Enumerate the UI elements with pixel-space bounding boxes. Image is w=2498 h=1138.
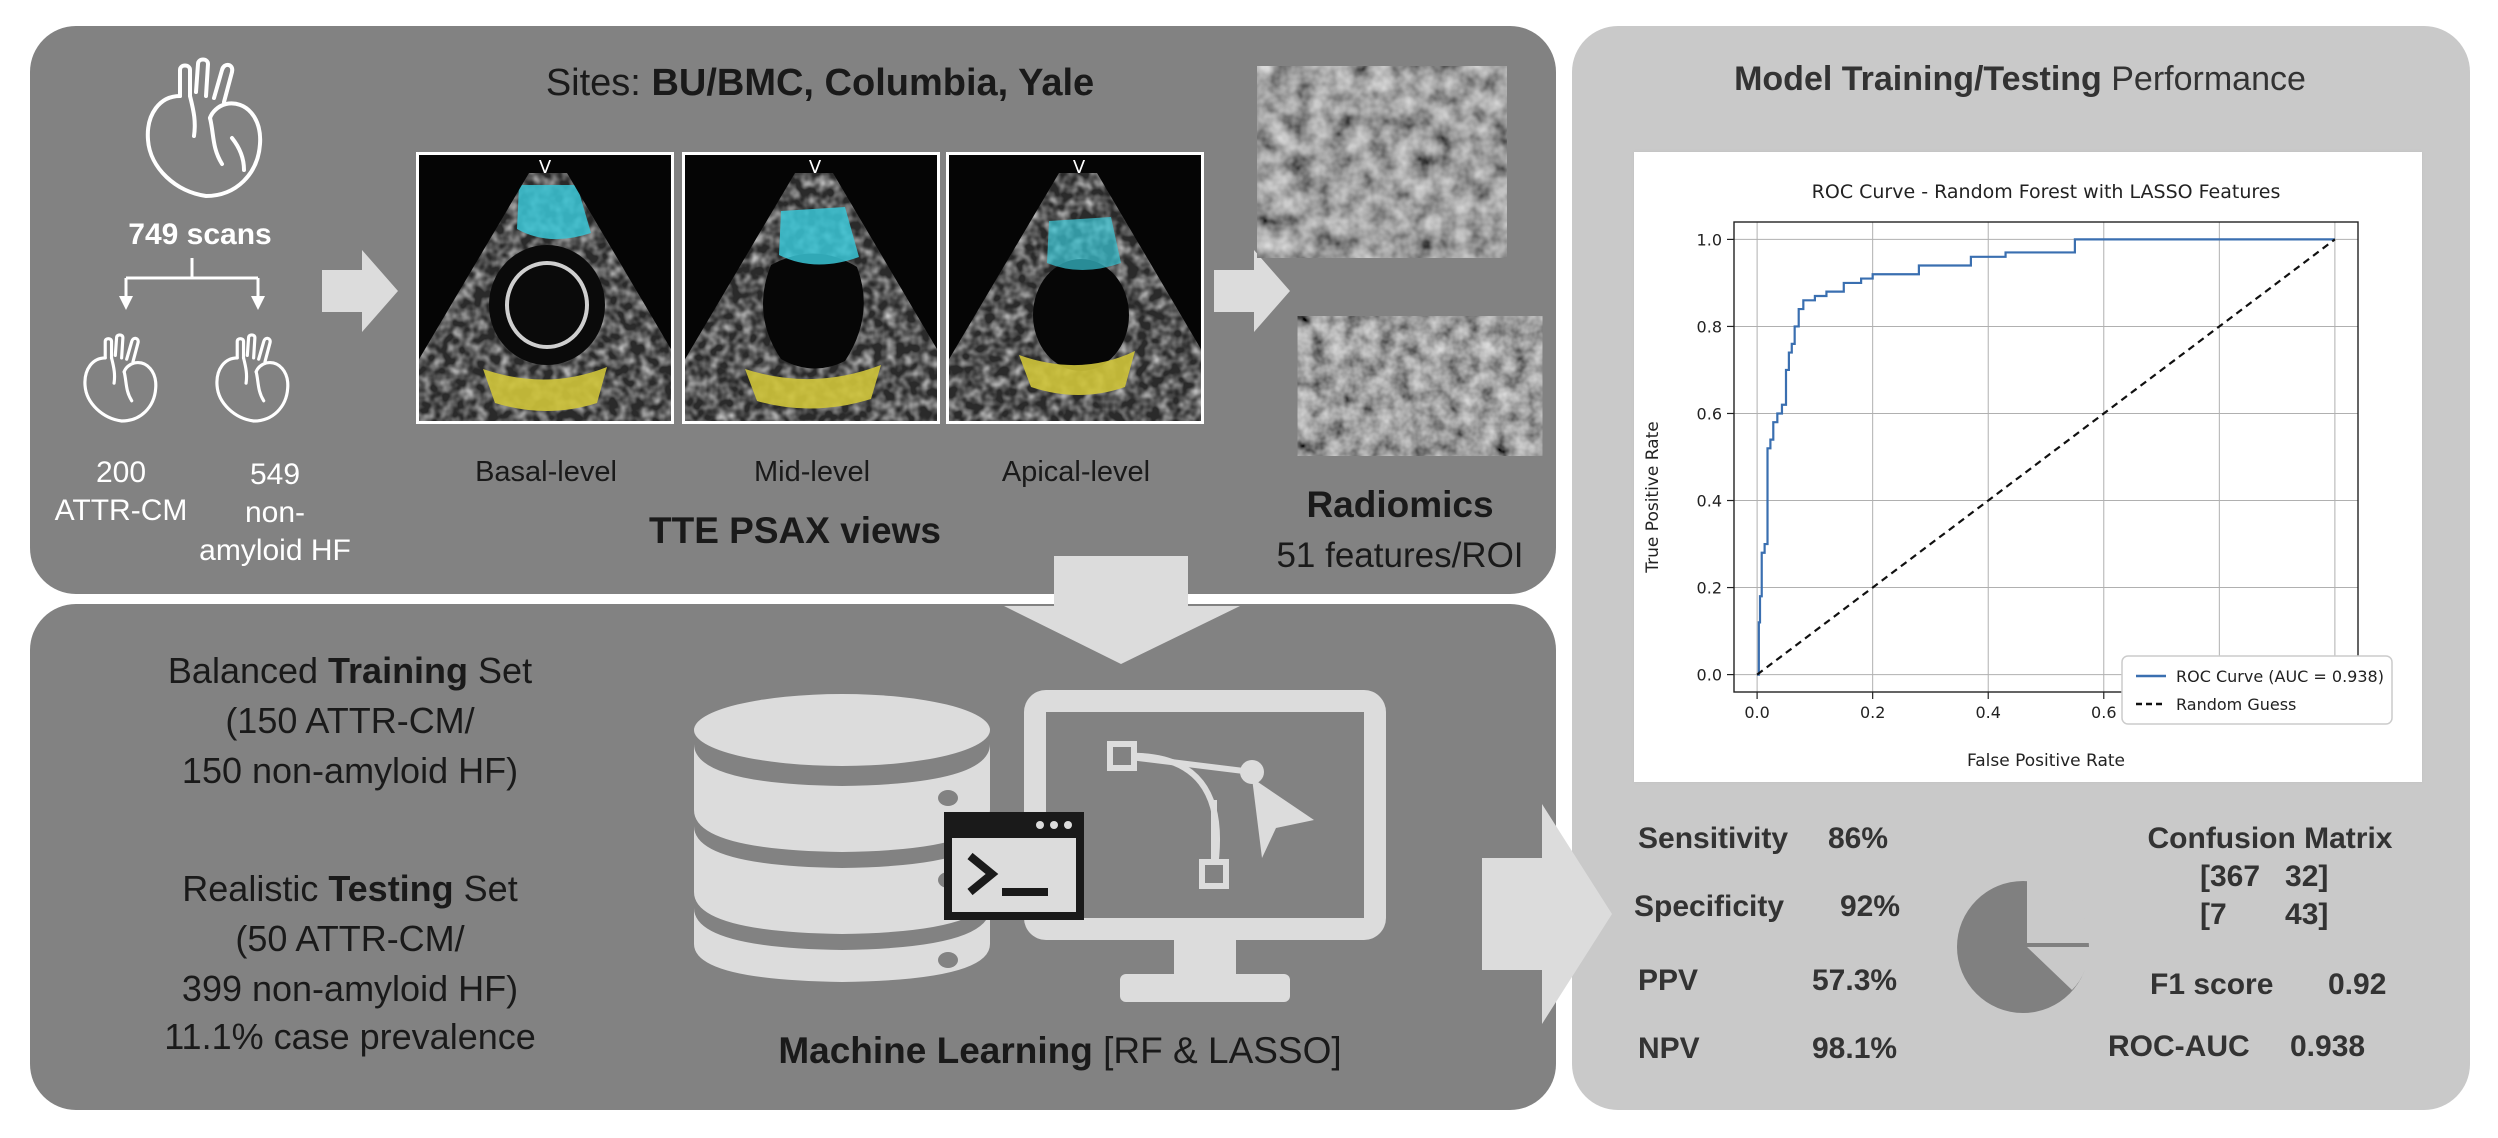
metric-value-sensitivity: 86% [1828,822,1889,855]
training-set-line3: 150 non-amyloid HF) [181,750,519,791]
x-tick-label: 0.4 [1975,703,2000,722]
legend-label-random: Random Guess [2176,695,2296,714]
metric-label-sensitivity: Sensitivity [1638,822,1789,855]
scans-count: 749 scans [128,218,272,251]
echo-marker: V [539,157,552,178]
testing-set-line1: Realistic Testing Set [182,868,518,909]
testing-set-line4: 11.1% case prevalence [164,1016,536,1057]
plot-frame [1733,221,2359,693]
heart-icon-hf [215,333,290,423]
metric-label-npv: NPV [1638,1032,1700,1065]
roc-chart: ROC Curve - Random Forest with LASSO Fea… [1634,152,2422,782]
y-tick-label: 1.0 [1697,230,1722,249]
testing-set-line3: 399 non-amyloid HF) [181,968,519,1009]
confusion-matrix-row2: [7 43] [2200,898,2329,931]
view-label-mid: Mid-level [753,456,871,488]
pie-chart-icon [1957,880,2090,1013]
metric-value-npv: 98.1% [1812,1032,1898,1065]
y-tick-label: 0.8 [1697,317,1722,336]
attr-label: ATTR-CM [54,494,188,527]
chart-title: ROC Curve - Random Forest with LASSO Fea… [1812,181,2281,203]
x-axis-label: False Positive Rate [1967,751,2125,771]
roc-plot: ROC Curve - Random Forest with LASSO Fea… [1643,181,2393,771]
arrow-down-icon [1004,556,1240,664]
echo-marker: V [1073,157,1086,178]
arrow-right-icon [322,250,398,332]
scan-split-connector [119,258,265,310]
heart-icon [145,57,263,198]
y-tick-label: 0.0 [1697,666,1722,685]
echo-mid-view: V [682,152,940,424]
y-axis-label: True Positive Rate [1643,421,1663,573]
database-icon [694,694,990,982]
hf-label-line1: non- [244,496,306,529]
legend-label-roc: ROC Curve (AUC = 0.938) [2176,667,2384,686]
echo-marker: V [809,157,822,178]
metric-label-ppv: PPV [1638,964,1699,997]
radiomics-features: 51 features/ROI [1276,536,1524,575]
monitor-icon [1024,690,1386,1002]
echo-basal-view: V [416,152,674,424]
hf-label-line2: amyloid HF [199,534,351,567]
training-set-line2: (150 ATTR-CM/ [225,700,475,741]
metric-label-specificity: Specificity [1634,890,1785,923]
view-label-apical: Apical-level [1001,456,1151,488]
performance-title: Model Training/Testing Performance [1734,60,2306,98]
f1-label: F1 score [2150,968,2274,1001]
radiomics-title: Radiomics [1306,484,1494,525]
auc-label: ROC-AUC [2108,1030,2250,1063]
view-label-basal: Basal-level [475,456,617,488]
hf-count: 549 [249,458,301,491]
auc-value: 0.938 [2290,1030,2366,1063]
metric-value-specificity: 92% [1840,890,1901,923]
confusion-matrix-title: Confusion Matrix [2147,822,2393,855]
roi-texture-posterior [1318,328,1522,445]
ml-title: Machine Learning [RF & LASSO] [778,1030,1342,1071]
echo-apical-view: V [946,152,1204,424]
random-guess-line [1756,238,2336,676]
testing-set-line2: (50 ATTR-CM/ [235,918,465,959]
x-tick-label: 0.2 [1860,703,1885,722]
y-tick-label: 0.6 [1697,404,1722,423]
f1-value: 0.92 [2328,968,2387,1001]
views-title: TTE PSAX views [649,510,941,551]
metric-value-ppv: 57.3% [1812,964,1898,997]
heart-icon-attr [83,333,158,423]
attr-count: 200 [95,456,147,489]
chart-legend: ROC Curve (AUC = 0.938) Random Guess [2121,655,2393,725]
x-tick-label: 0.6 [2091,703,2116,722]
arrow-right-icon [1214,250,1290,332]
training-set-line1: Balanced Training Set [167,650,533,691]
confusion-matrix-row1: [367 32] [2200,860,2329,893]
terminal-icon [944,812,1084,920]
roi-texture-septal [1278,82,1486,242]
x-tick-label: 0.0 [1744,703,1769,722]
y-tick-label: 0.4 [1697,492,1722,511]
arrow-right-icon [1482,804,1612,1024]
sites-heading: Sites: BU/BMC, Columbia, Yale [545,62,1095,104]
y-tick-label: 0.2 [1697,579,1722,598]
roc-curve-line [1757,238,2335,676]
